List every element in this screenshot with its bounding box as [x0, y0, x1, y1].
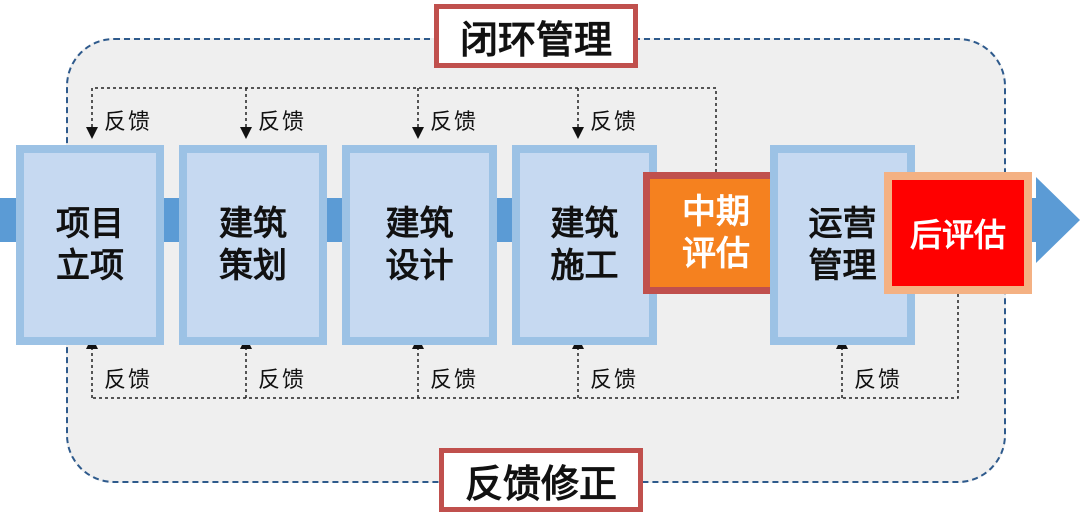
- feedback-label-top-3: 反馈: [430, 110, 479, 135]
- stage-architectural-design: 建筑 设计: [342, 145, 497, 345]
- closed-loop-management-title: 闭环管理: [434, 4, 638, 68]
- feedback-label-bottom-1: 反馈: [104, 368, 153, 393]
- feedback-label-bottom-4: 反馈: [590, 368, 639, 393]
- feedback-label-top-4: 反馈: [590, 110, 639, 135]
- feedback-label-top-2: 反馈: [258, 110, 307, 135]
- feedback-label-bottom-5: 反馈: [854, 368, 903, 393]
- feedback-correction-title: 反馈修正: [439, 448, 643, 512]
- feedback-label-bottom-2: 反馈: [258, 368, 307, 393]
- feedback-label-top-1: 反馈: [104, 110, 153, 135]
- stage-architectural-planning: 建筑 策划: [179, 145, 327, 345]
- stage-construction: 建筑 施工: [512, 145, 657, 345]
- stage-project-initiation: 项目 立项: [16, 145, 164, 345]
- feedback-label-bottom-3: 反馈: [430, 368, 479, 393]
- stage-post-evaluation: 后评估: [884, 172, 1032, 294]
- stage-mid-evaluation: 中期 评估: [643, 172, 789, 294]
